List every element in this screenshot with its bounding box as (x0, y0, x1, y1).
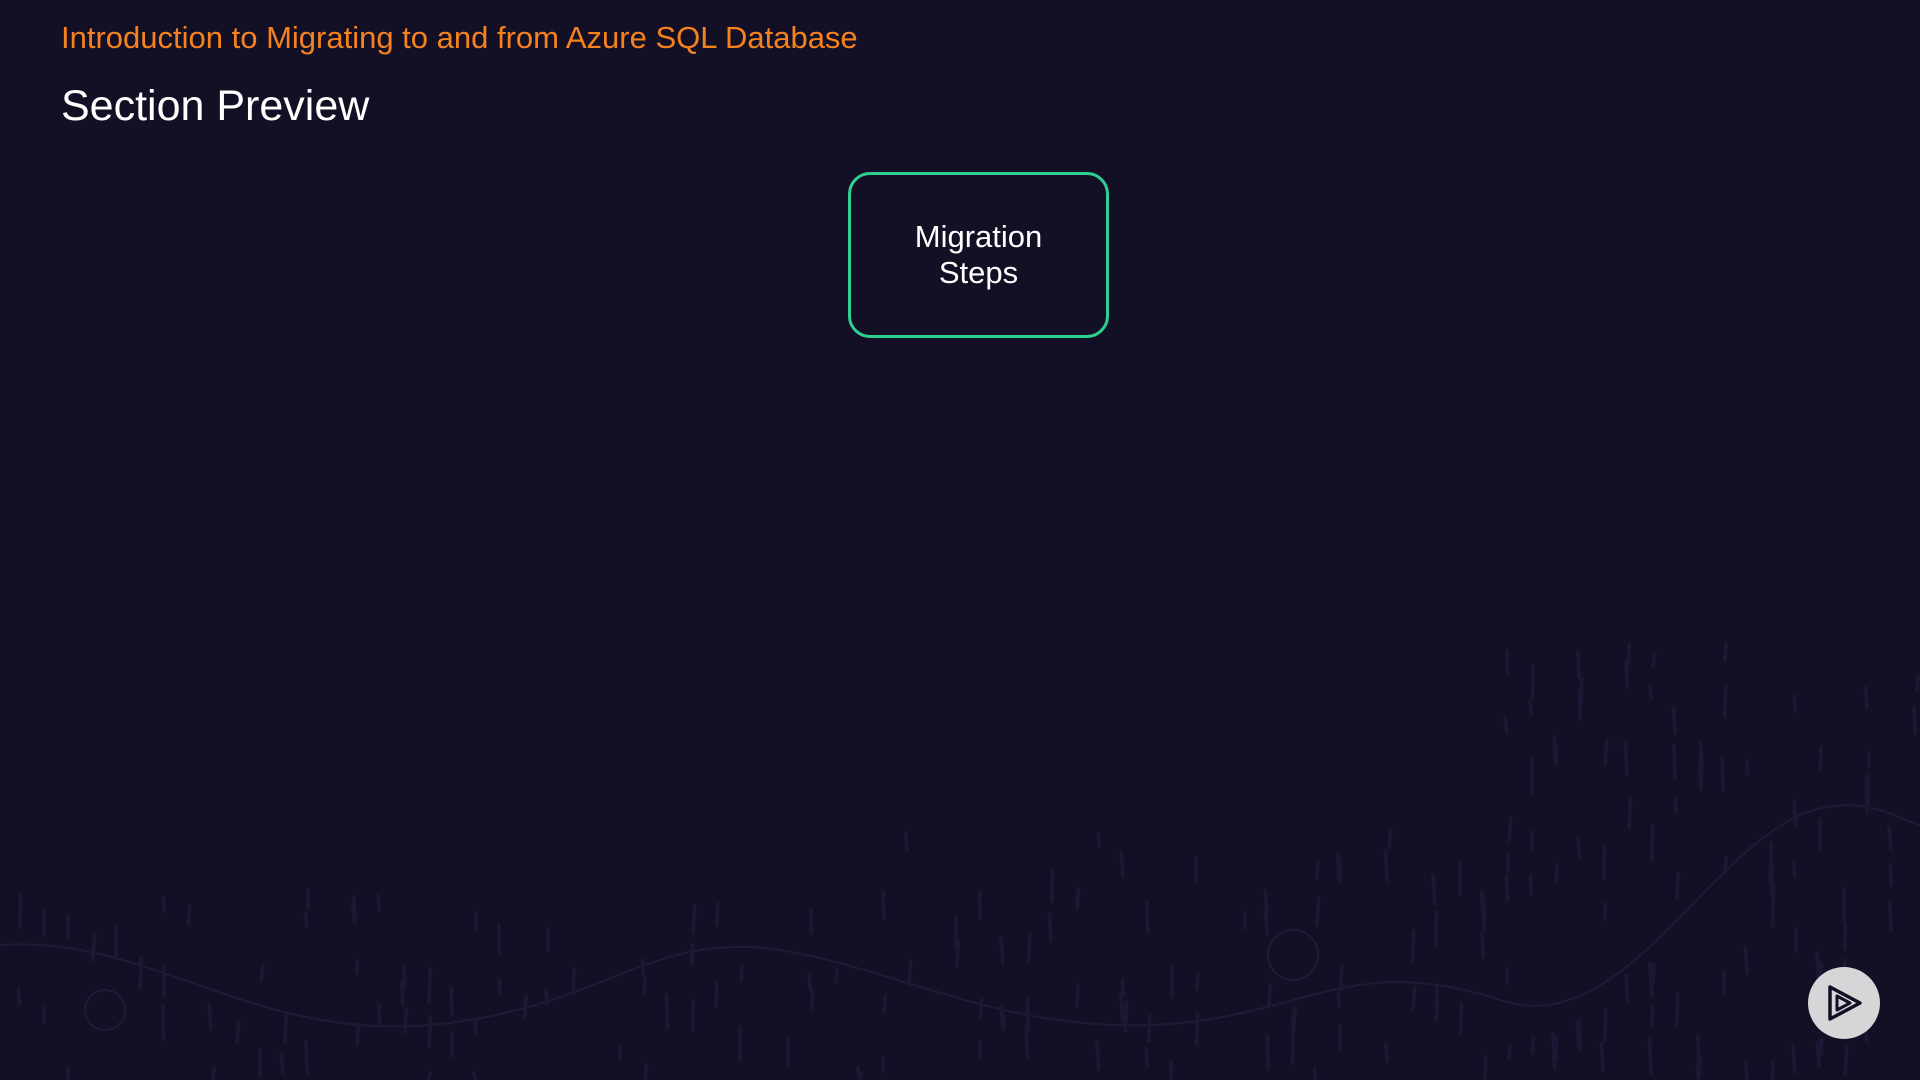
brand-logo-badge (1808, 967, 1880, 1039)
play-logo-icon (1828, 985, 1862, 1021)
course-title: Introduction to Migrating to and from Az… (61, 20, 858, 55)
migration-steps-node: Migration Steps (848, 172, 1109, 338)
node-label: Migration Steps (914, 219, 1043, 290)
section-title: Section Preview (61, 82, 370, 130)
